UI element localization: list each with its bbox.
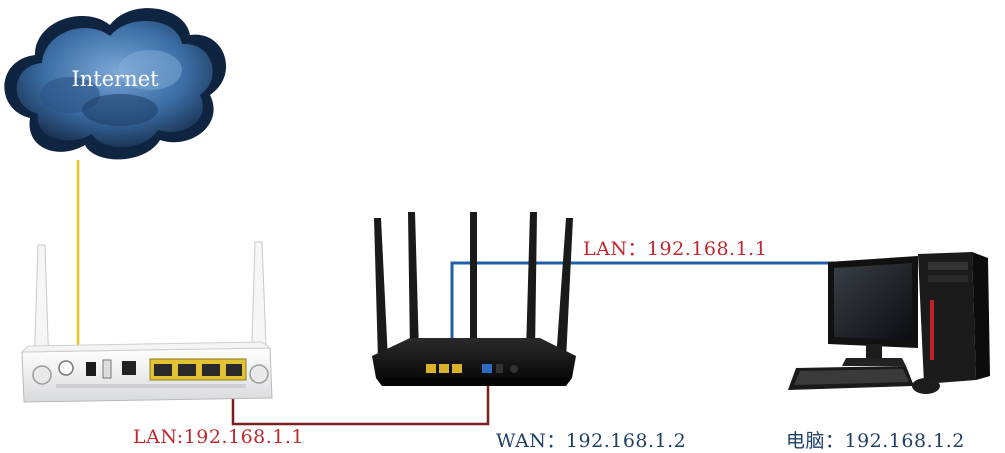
modem-lan-ip-label: LAN:192.168.1.1 bbox=[133, 426, 305, 448]
wan-cable bbox=[231, 378, 490, 426]
desktop-computer-icon bbox=[788, 252, 990, 394]
computer-ip-label: 电脑：192.168.1.2 bbox=[786, 430, 965, 452]
router-wan-ip-label: WAN：192.168.1.2 bbox=[496, 430, 687, 452]
internet-cloud-icon: Internet bbox=[4, 8, 227, 160]
router-lan-ip-label: LAN：192.168.1.1 bbox=[583, 238, 768, 260]
optical-modem-icon bbox=[20, 241, 273, 403]
cloud-label: Internet bbox=[71, 67, 159, 91]
lan-cable bbox=[450, 261, 836, 372]
wireless-router-icon bbox=[372, 212, 576, 386]
